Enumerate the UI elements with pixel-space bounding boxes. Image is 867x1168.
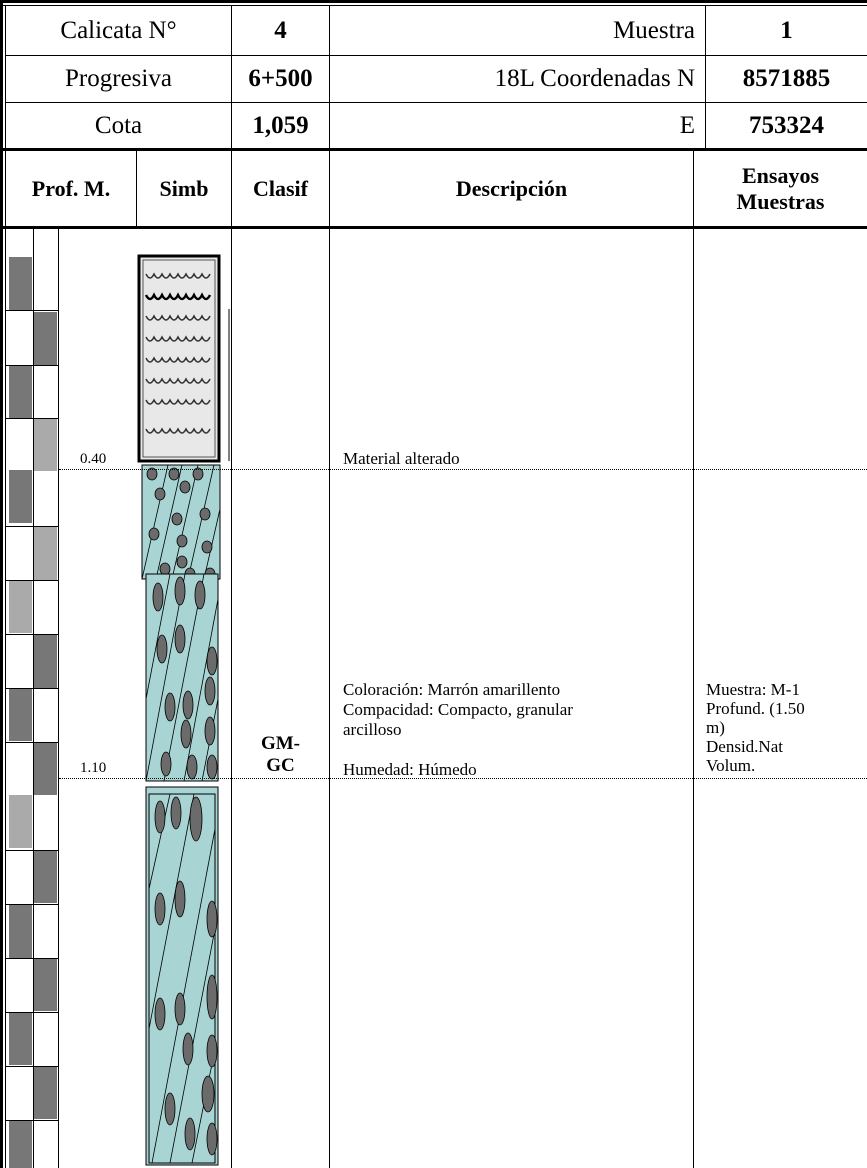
cota-value: 1,059 [252, 111, 309, 139]
layer-2-samples: Muestra: M-1 Profund. (1.50 m) Densid.Na… [706, 680, 805, 775]
coord-n-value: 8571885 [742, 65, 831, 92]
layer-2-desc-line2: Compacidad: Compacto, granular [343, 700, 573, 719]
layer-2-desc-line1: Coloración: Marrón amarillento [343, 680, 561, 699]
calicata-value: 4 [274, 16, 287, 44]
coord-n-label: 18L Coordenadas N [494, 65, 695, 92]
sample-line1: Muestra: M-1 [706, 680, 800, 699]
col-prof: Prof. M. [31, 176, 111, 201]
col-simb: Simb [159, 176, 209, 201]
col-ensayos-line1: Ensayos [741, 163, 820, 188]
layer-2-classification: GM- GC [232, 733, 329, 777]
soil-symbols [137, 254, 230, 1166]
layer-1-description: Material alterado [343, 449, 460, 468]
gravel-coarse-symbol-2 [145, 786, 219, 1166]
layer-2-classification-line2: GC [266, 755, 295, 776]
col-clasif: Clasif [253, 176, 308, 201]
sample-line5: Volum. [706, 756, 756, 775]
progresiva-value: 6+500 [248, 65, 313, 92]
progresiva-label: Progresiva [65, 65, 172, 92]
layer-2-desc-line5: Humedad: Húmedo [343, 760, 477, 779]
layer-2-desc-line4 [343, 740, 573, 760]
depth-label-2: 1.10 [80, 760, 107, 776]
col-descripcion: Descripción [455, 176, 568, 201]
muestra-label: Muestra [613, 16, 695, 44]
calicata-label: Calicata N° [60, 16, 177, 44]
cota-label: Cota [94, 111, 143, 139]
gravel-fine-symbol [141, 464, 221, 581]
layer-2-desc-line3: arcilloso [343, 720, 402, 739]
layer-boundary-1 [59, 469, 867, 470]
layer-2-description: Coloración: Marrón amarillento Compacida… [343, 680, 573, 780]
layer-boundary-2 [59, 778, 867, 779]
depth-label-1: 0.40 [80, 451, 107, 467]
sample-line4: Densid.Nat [706, 737, 783, 756]
coord-e-label: E [679, 111, 695, 139]
topsoil-symbol [137, 254, 230, 463]
gravel-coarse-symbol-1 [145, 573, 219, 782]
muestra-value: 1 [780, 16, 793, 44]
col-ensayos-line2: Muestras [736, 189, 825, 214]
sample-line2: Profund. (1.50 [706, 699, 805, 718]
layer-2-classification-line1: GM- [260, 733, 301, 754]
col-ensayos: Ensayos Muestras [694, 152, 867, 226]
coord-e-value: 753324 [749, 111, 824, 139]
sample-line3: m) [706, 718, 725, 737]
